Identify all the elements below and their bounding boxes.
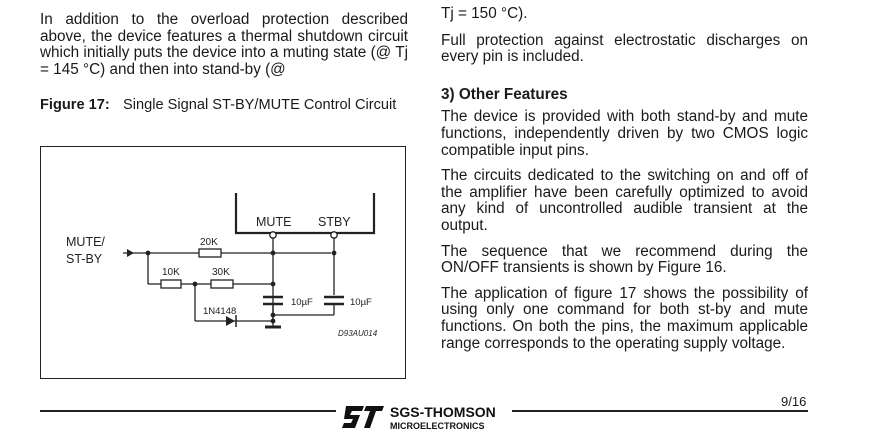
- cap2-label: 10µF: [350, 297, 372, 308]
- resistor-10k: [160, 279, 182, 289]
- input-label-1: MUTE/: [66, 235, 105, 249]
- figure-caption: Figure 17: Single Signal ST-BY/MUTE Contr…: [40, 97, 408, 114]
- thermal-protection-paragraph: In addition to the overload protection d…: [40, 11, 408, 78]
- st-logo-icon: SGS-THOMSON MICROELECTRONICS: [342, 404, 496, 431]
- r20k-label: 20K: [200, 237, 218, 248]
- figure-label: Figure 17:: [40, 97, 110, 113]
- section-title: 3) Other Features: [441, 85, 568, 103]
- diagram-code: D93AU014: [338, 329, 378, 338]
- footer-rule-right: [512, 410, 808, 412]
- junction-dot: [270, 318, 276, 324]
- logo-sub: MICROELECTRONICS: [390, 421, 485, 431]
- features-paragraph-4: The application of figure 17 shows the p…: [441, 284, 808, 352]
- junction-dot: [331, 250, 337, 256]
- diode-label: 1N4148: [203, 306, 236, 317]
- pin-mute-label: MUTE: [256, 215, 291, 229]
- junction-dot: [270, 250, 276, 256]
- footer-rule-left: [40, 410, 336, 412]
- junction-dot: [192, 281, 198, 287]
- right-column: Tj = 150 °C). Full protection against el…: [441, 5, 808, 352]
- continuation-text: Tj = 150 °C).: [441, 5, 528, 22]
- junction-dot: [145, 250, 151, 256]
- circuit-diagram-frame: MUTE/ ST-BY MUTE STBY 20K 10K 30K 1N4148…: [40, 146, 406, 379]
- circuit-diagram: MUTE/ ST-BY MUTE STBY 20K 10K 30K 1N4148…: [66, 193, 378, 338]
- ic-outline: [234, 193, 376, 235]
- cap1-label: 10µF: [291, 297, 313, 308]
- resistor-20k: [198, 248, 222, 258]
- left-column: In addition to the overload protection d…: [40, 11, 408, 78]
- input-arrow-icon: [127, 249, 134, 257]
- esd-paragraph: Full protection against electrostatic di…: [441, 31, 808, 66]
- page-number: 9/16: [781, 394, 807, 409]
- features-paragraph-1: The device is provided with both stand-b…: [441, 108, 808, 159]
- mute-pin-icon: [269, 231, 277, 239]
- junction-dot: [270, 312, 276, 318]
- input-label-2: ST-BY: [66, 252, 103, 266]
- junction-dot: [270, 281, 276, 287]
- pin-stby-label: STBY: [318, 215, 351, 229]
- company-logo: SGS-THOMSON MICROELECTRONICS: [340, 400, 510, 434]
- resistor-30k: [210, 279, 234, 289]
- r30k-label: 30K: [212, 267, 230, 278]
- stby-pin-icon: [330, 231, 338, 239]
- logo-brand: SGS-THOMSON: [390, 404, 496, 420]
- figure-title: Single Signal ST-BY/MUTE Control Circuit: [123, 97, 397, 113]
- r10k-label: 10K: [162, 267, 180, 278]
- features-paragraph-2: The circuits dedicated to the switching …: [441, 167, 808, 234]
- diode-icon: [226, 316, 235, 326]
- features-paragraph-3: The sequence that we recommend during th…: [441, 242, 808, 277]
